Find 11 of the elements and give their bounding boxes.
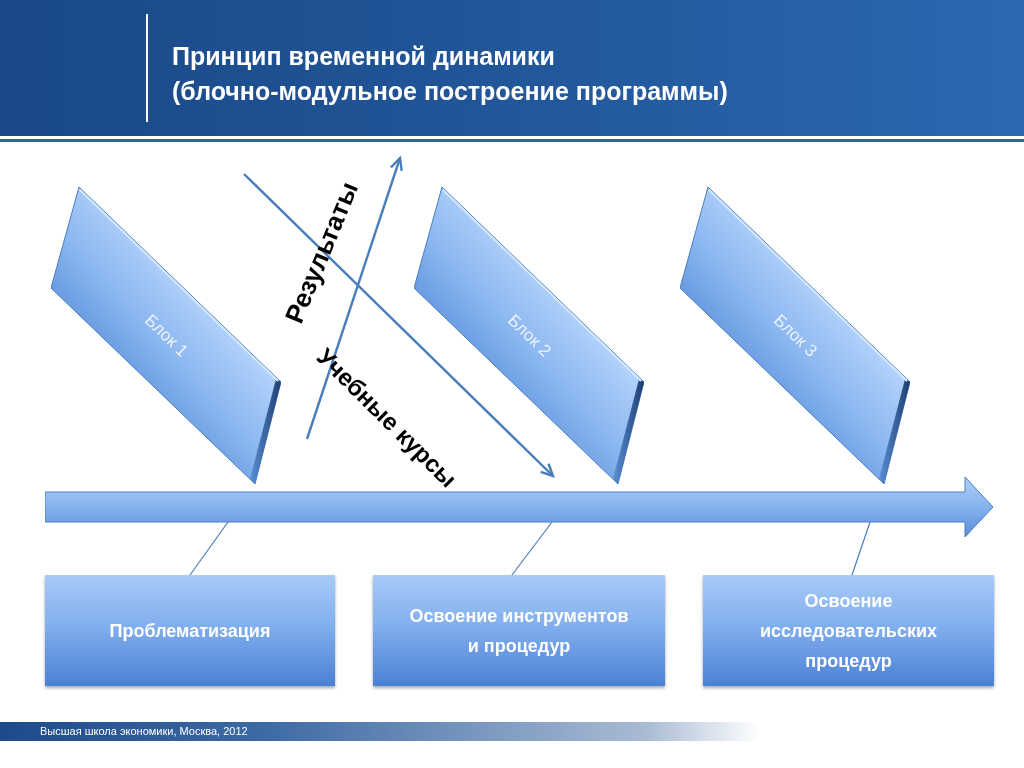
stage-box — [373, 575, 665, 686]
connector-line — [189, 521, 229, 576]
connector-line — [511, 521, 553, 576]
stage-label: Освоение исследовательских процедур — [759, 589, 938, 673]
stage-box — [703, 575, 994, 686]
stage-box — [45, 575, 335, 686]
footer-text: Высшая школа экономики, Москва, 2012 — [40, 724, 248, 739]
stage-label: Освоение инструментов и процедур — [408, 604, 630, 658]
stage-label: Проблематизация — [109, 619, 271, 643]
slide-title: Принцип временной динамики (блочно-модульное построение программы) — [172, 41, 729, 107]
connector-line — [851, 521, 871, 576]
